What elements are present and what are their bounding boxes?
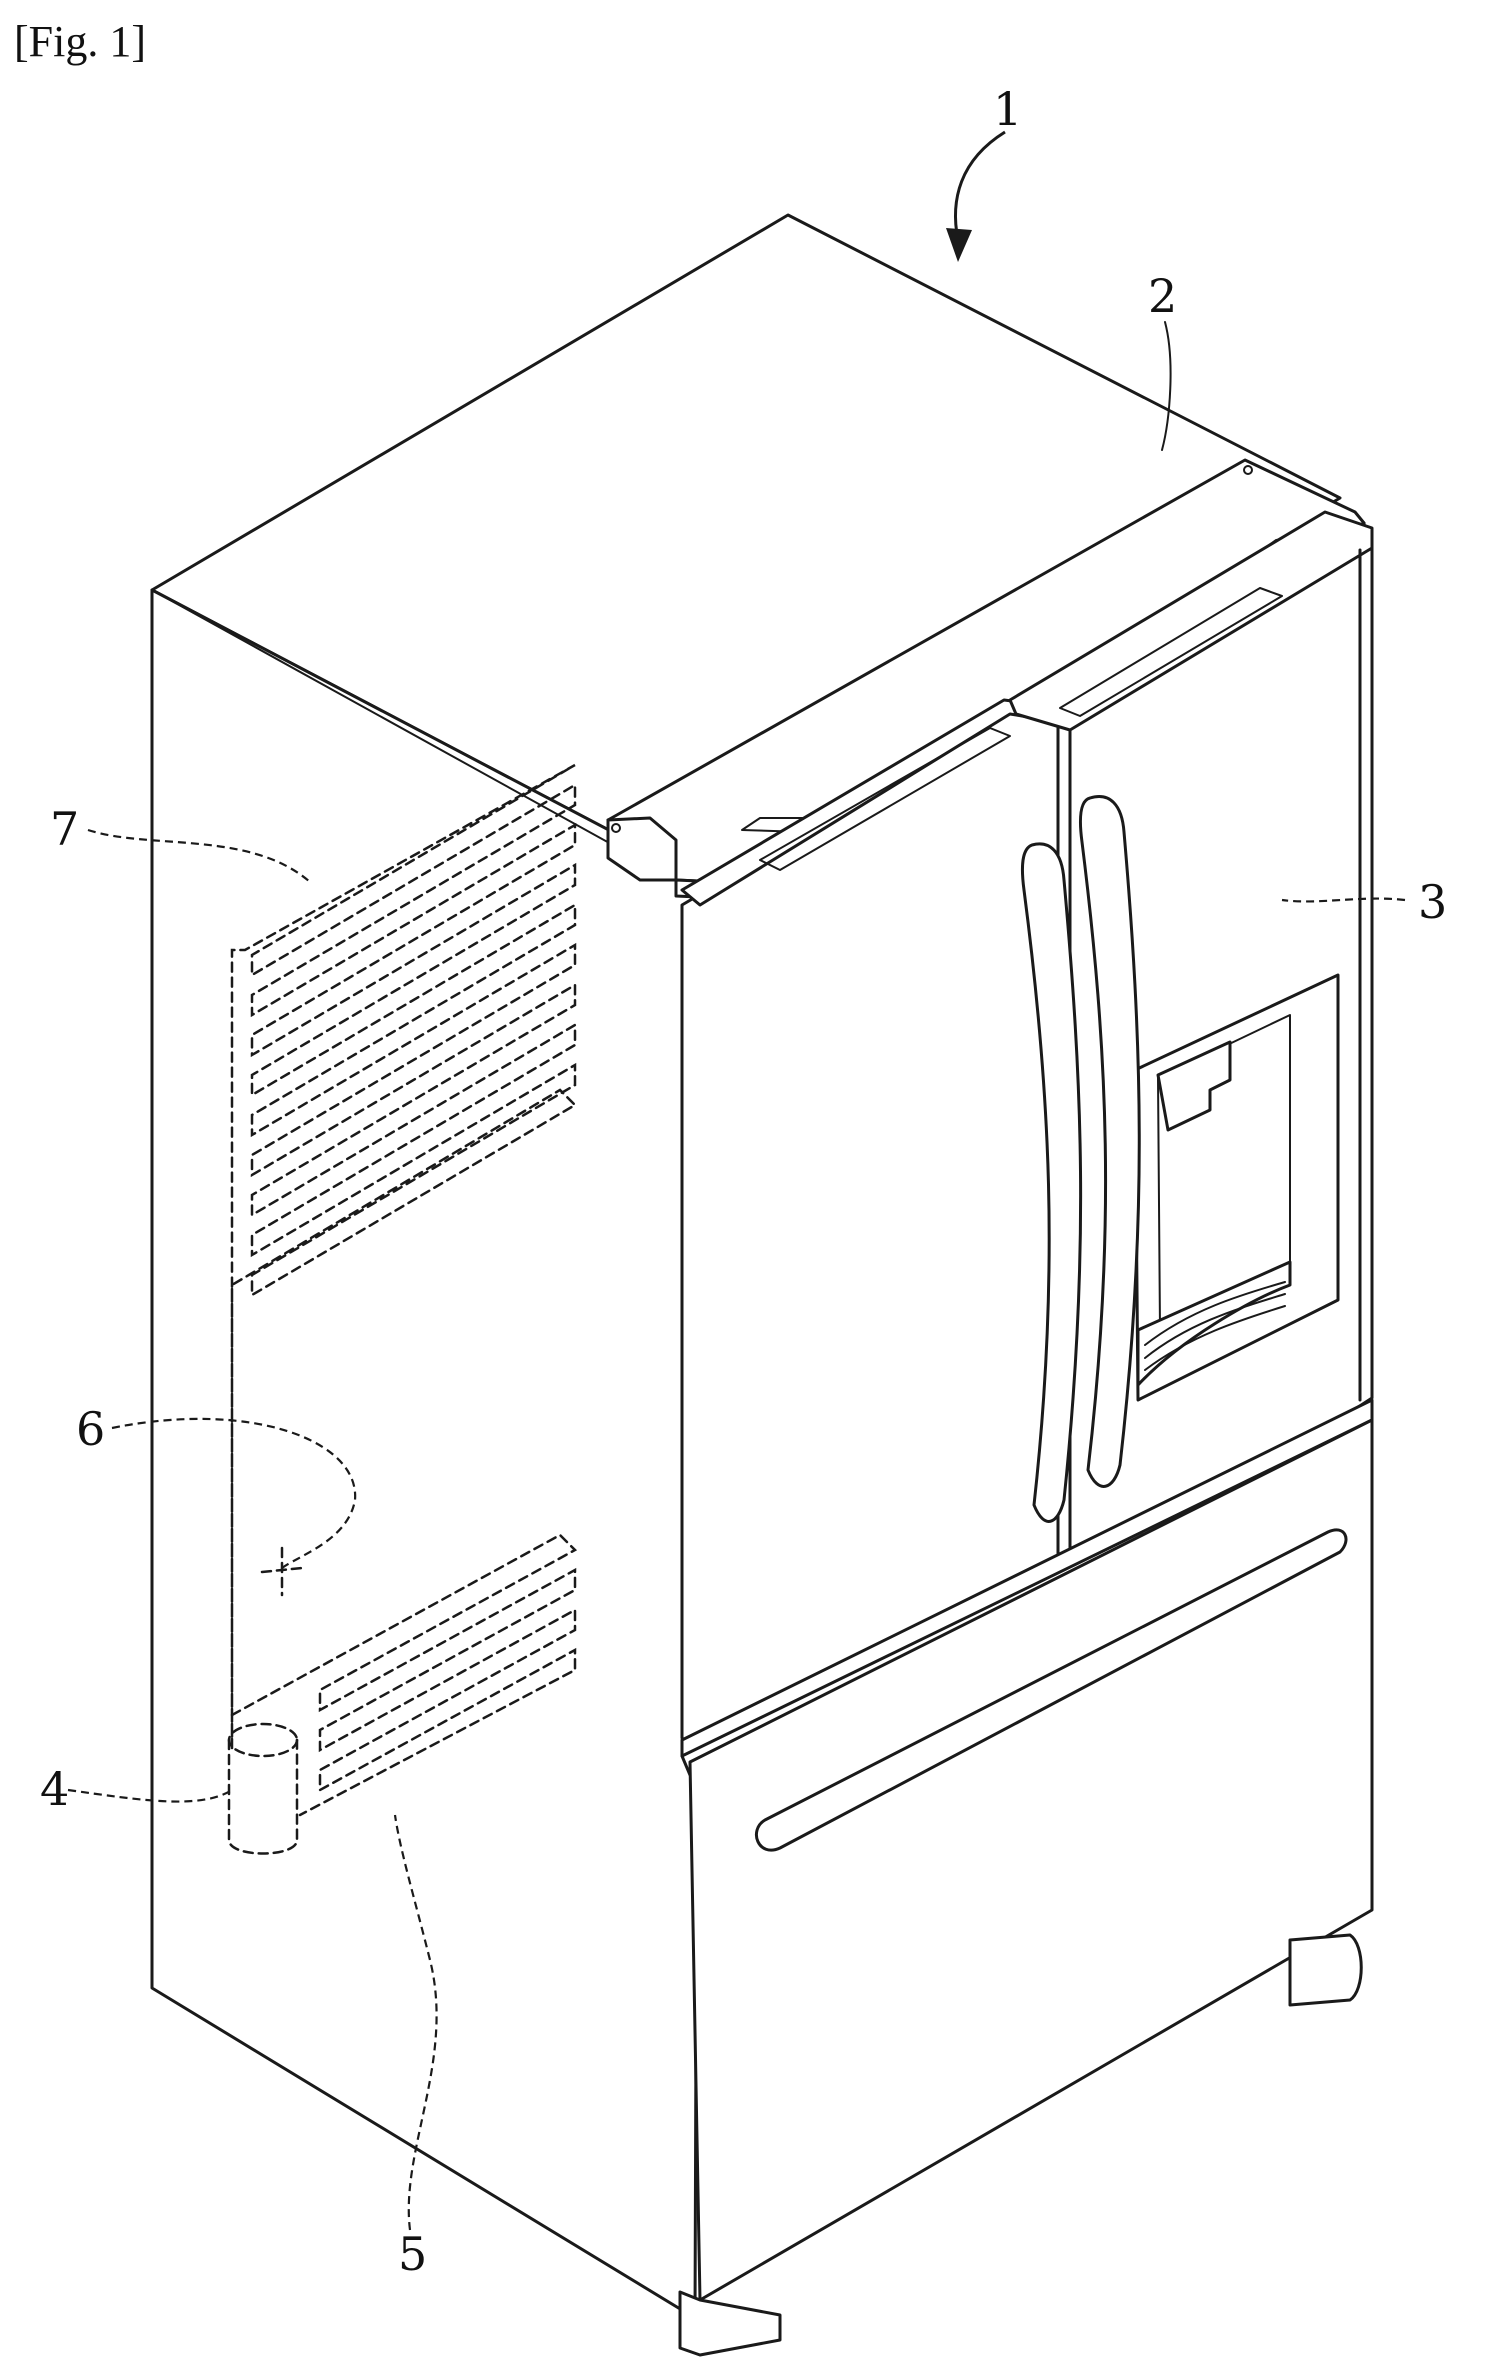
- numeral-4: 4: [40, 1762, 69, 1816]
- numeral-3: 3: [1418, 875, 1447, 929]
- leader-1-arrowhead: [946, 228, 972, 262]
- right-foot: [1290, 1935, 1361, 2005]
- numeral-5: 5: [398, 2227, 427, 2281]
- freezer-drawer-base: [680, 2292, 780, 2355]
- numeral-2: 2: [1148, 269, 1177, 323]
- numeral-7: 7: [50, 802, 79, 856]
- numeral-1: 1: [993, 82, 1022, 136]
- leader-1: [955, 132, 1005, 240]
- numeral-6: 6: [76, 1402, 105, 1456]
- figure-label: [Fig. 1]: [14, 17, 146, 66]
